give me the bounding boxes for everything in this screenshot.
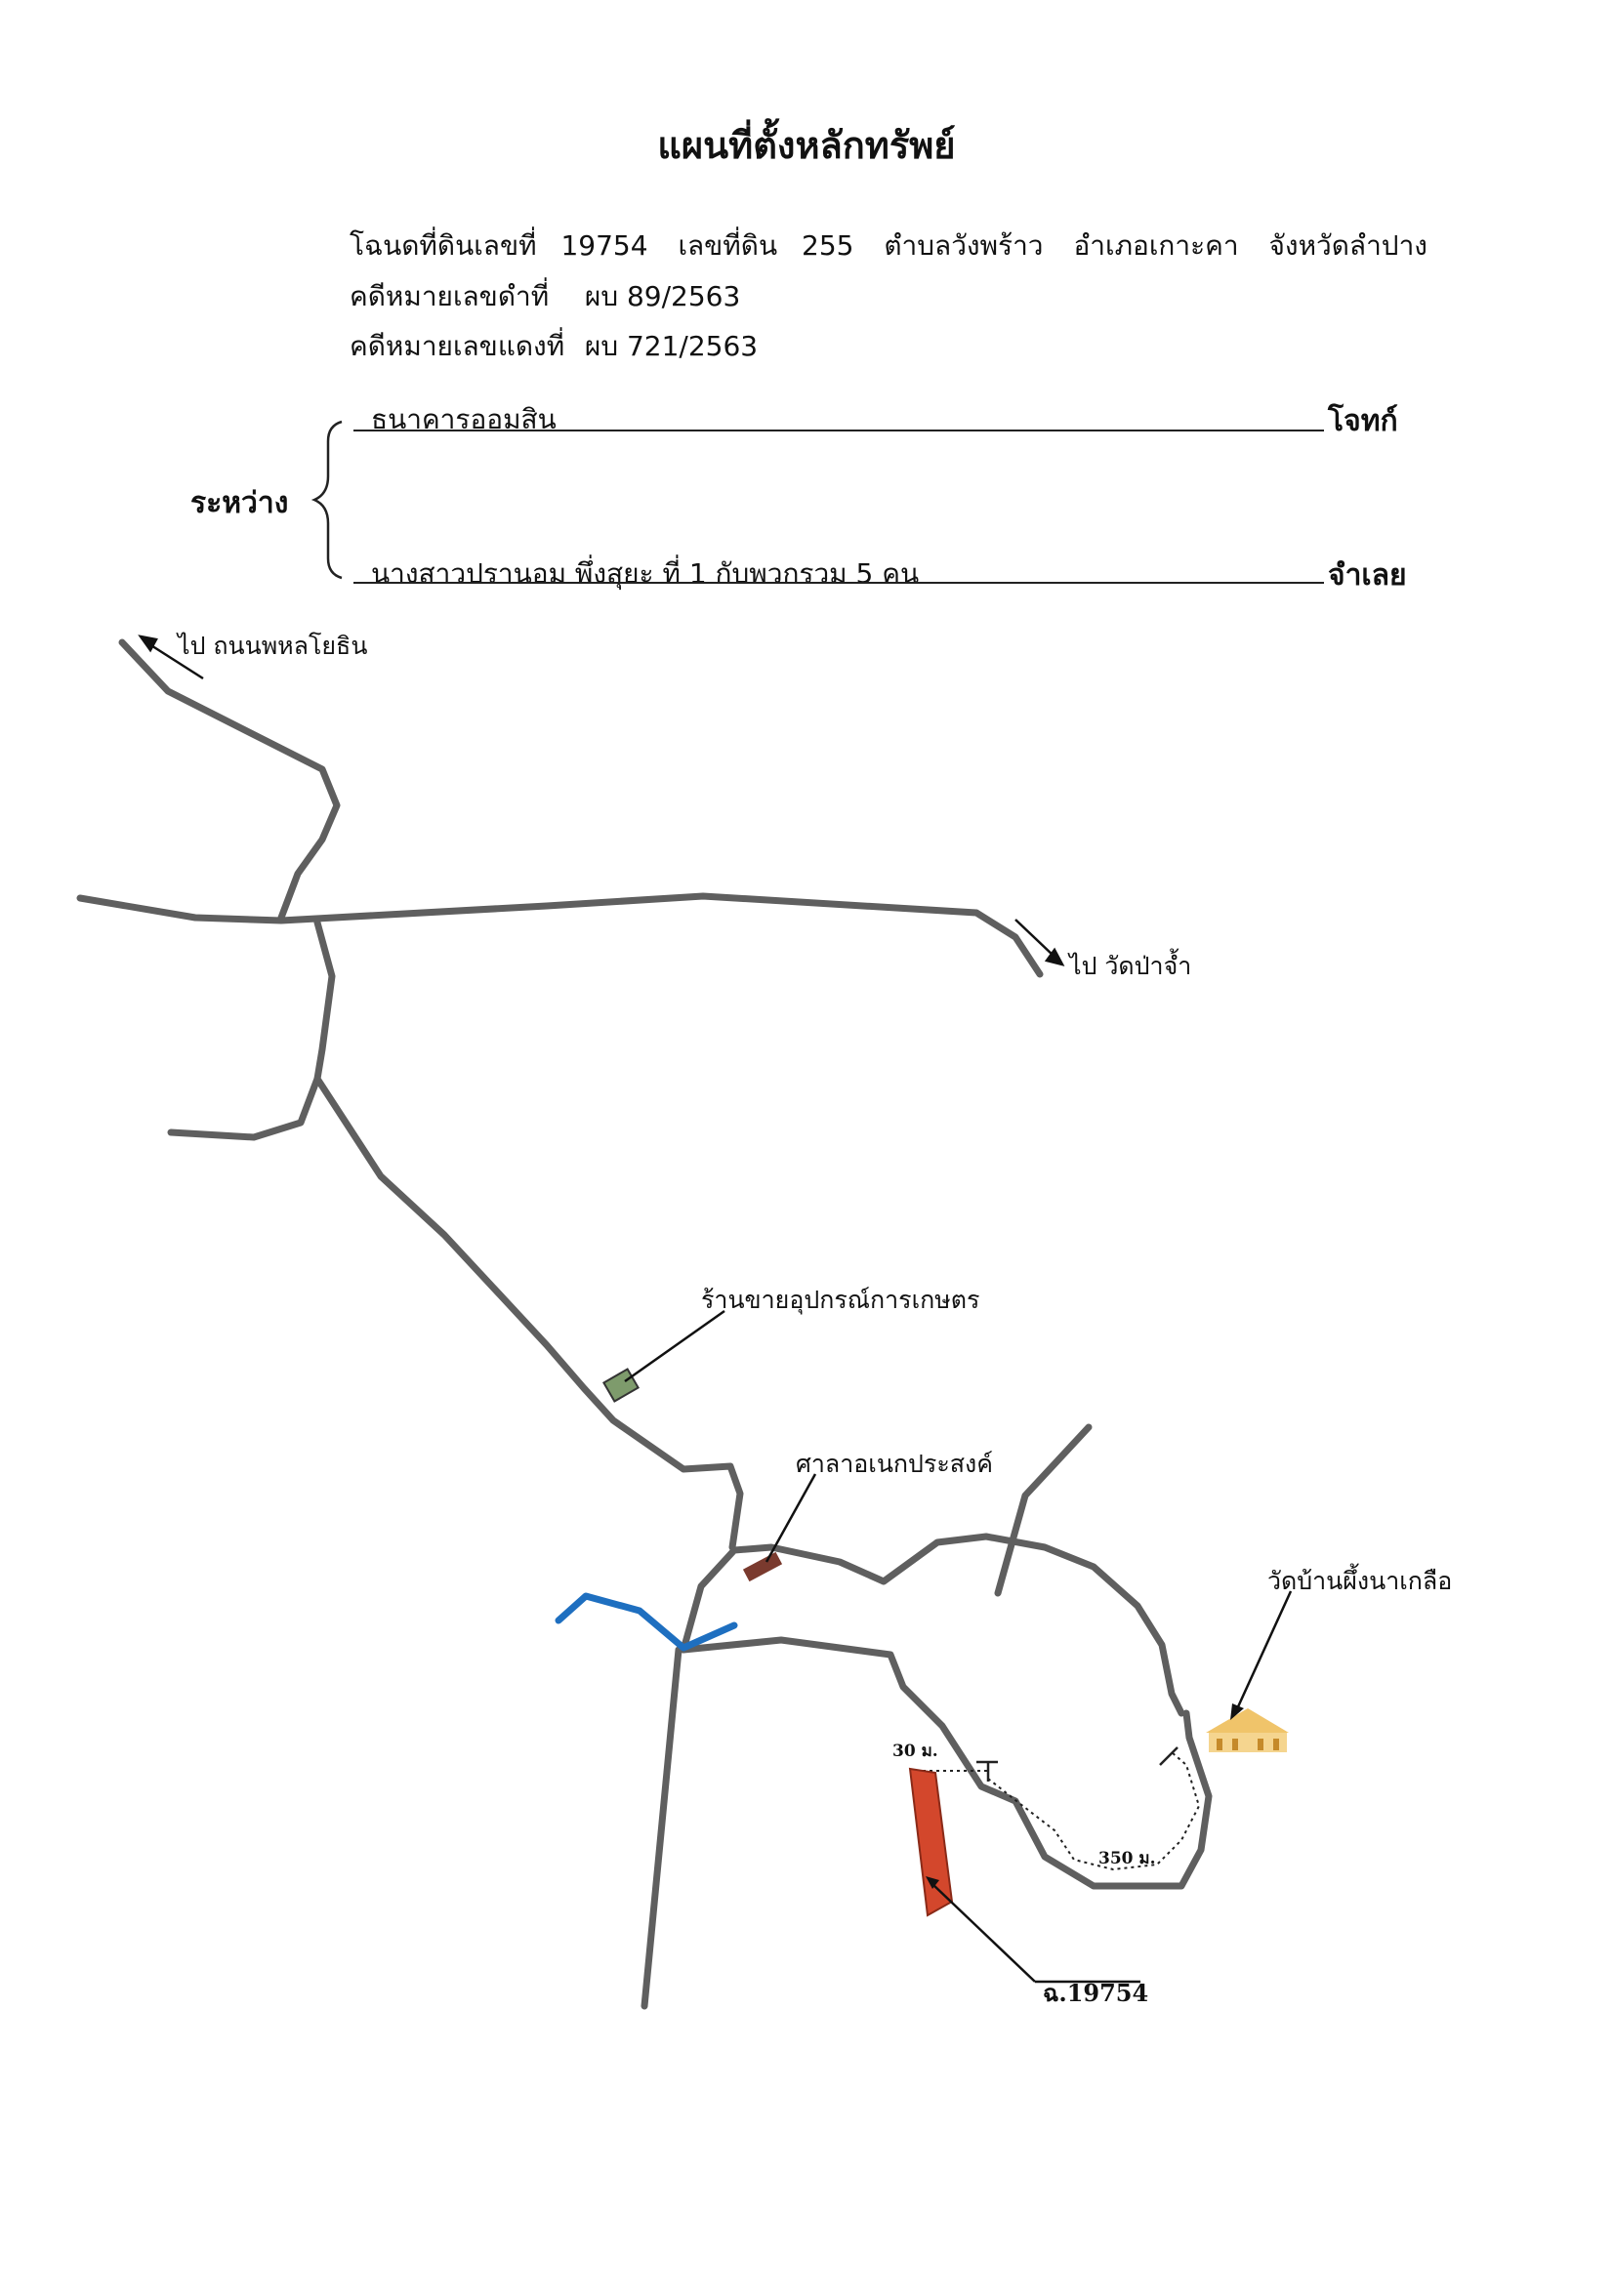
road-to-pavilion [680, 1533, 1185, 1717]
land-number: 255 [802, 229, 854, 262]
deed-number: 19754 [560, 229, 648, 262]
red-case-label: คดีหมายเลขแดงที่ [350, 330, 565, 362]
black-case-label: คดีหมายเลขดำที่ [350, 280, 550, 312]
defendant-underline [353, 582, 1324, 584]
label-to-wat-pa-cham: ไป วัดป่าจ้ำ [1069, 952, 1192, 980]
label-farm-shop: ร้านขายอุปกรณ์การเกษตร [701, 1286, 980, 1314]
between-label: ระหว่าง [190, 486, 289, 520]
pavilion-marker [742, 1551, 783, 1582]
province: จังหวัดลำปาง [1268, 229, 1427, 262]
farm-shop-marker [602, 1368, 640, 1403]
label-temple: วัดบ้านผึ้งนาเกลือ [1267, 1567, 1453, 1595]
page-title: แผนที่ตั้งหลักทรัพย์ [657, 124, 956, 167]
defendant-role: จำเลย [1328, 558, 1407, 593]
south-loop-road [680, 1636, 1213, 1890]
label-distance-30m: 30 ม. [892, 1742, 938, 1761]
subdistrict: ตำบลวังพร้าว [884, 229, 1044, 262]
plaintiff-underline [353, 430, 1324, 431]
label-to-phahonyothin: ไป ถนนพหลโยธิน [178, 632, 368, 660]
land-no-label: เลขที่ดิน [678, 229, 778, 262]
plaintiff-role: โจทก์ [1328, 404, 1398, 438]
northeast-spur-road [994, 1423, 1093, 1597]
arrow-phahonyothin-icon [138, 635, 158, 653]
arrow-wat-pa-cham-icon [1044, 947, 1065, 966]
west-spur-road [167, 1075, 321, 1141]
road-to-phahonyothin [118, 638, 341, 922]
parcel-19754 [908, 1767, 954, 1917]
southwest-road [641, 1646, 682, 2010]
district: อำเภอเกาะคา [1073, 229, 1239, 262]
deed-label: โฉนดที่ดินเลขที่ [350, 229, 537, 262]
label-pavilion: ศาลาอเนกประสงค์ [796, 1450, 993, 1478]
defendant-name: นางสาวปรานอม พึ่งสุยะ ที่ 1 กับพวกรวม 5 … [371, 557, 920, 590]
label-parcel: ฉ.19754 [1043, 1979, 1149, 2007]
black-case-number: ผบ 89/2563 [584, 280, 741, 312]
label-distance-350m: 350 ม. [1098, 1849, 1156, 1868]
black-case-line: คดีหมายเลขดำที่ ผบ 89/2563 [350, 275, 740, 318]
north-south-road [313, 919, 744, 1551]
temple-icon [1206, 1708, 1289, 1752]
red-case-number: ผบ 721/2563 [584, 330, 759, 362]
deed-line: โฉนดที่ดินเลขที่ 19754 เลขที่ดิน 255 ตำบ… [350, 225, 1427, 267]
distance-350m-line [987, 1751, 1201, 1871]
stream [555, 1592, 738, 1652]
main-east-west-road [76, 892, 1044, 978]
red-case-line: คดีหมายเลขแดงที่ ผบ 721/2563 [350, 325, 758, 368]
